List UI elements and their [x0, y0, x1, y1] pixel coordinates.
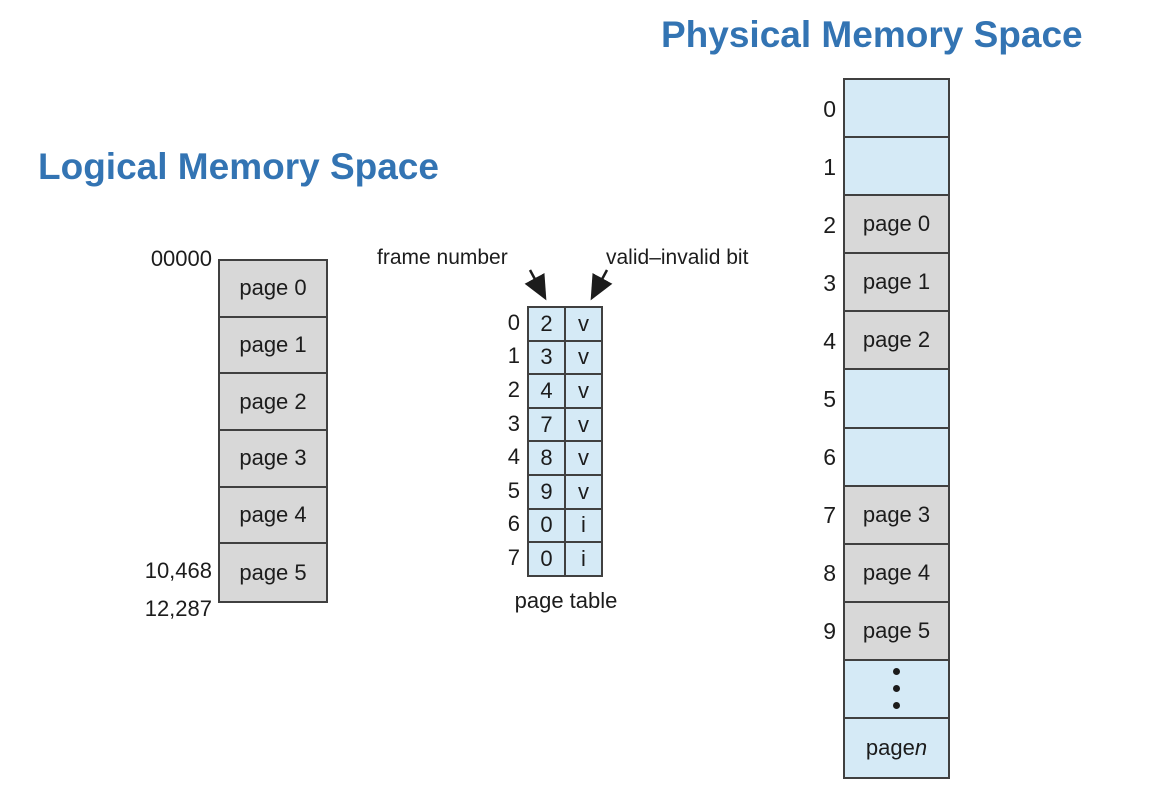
physical-frame-index: 0: [823, 95, 836, 122]
logical-page-cell: page 2: [220, 374, 326, 432]
page-table-caption: page table: [514, 588, 618, 613]
frame-number-label: frame number: [377, 246, 508, 269]
physical-frame-cell: page 2: [845, 312, 948, 371]
physical-frame-cell: page 1: [845, 254, 948, 313]
valid-invalid-bit-label: valid–invalid bit: [606, 246, 749, 269]
physical-frame-index: 2: [823, 211, 836, 238]
page-table-row-index: 2: [507, 376, 520, 402]
page-n-italic: n: [914, 735, 928, 761]
physical-frame-cell: page 5: [845, 602, 948, 661]
physical-frame-index: 8: [823, 560, 836, 587]
physical-frame-index: 3: [823, 269, 836, 296]
frame-number-cell: 2: [528, 307, 565, 341]
valid-bit-cell: v: [565, 407, 602, 442]
physical-frame-index: 7: [823, 502, 836, 529]
page-table-row-index: 7: [507, 544, 520, 570]
frame-number-cell: 0: [528, 508, 565, 543]
physical-frame-cell: page 0: [845, 196, 948, 255]
physical-frame-index: 9: [823, 618, 836, 645]
logical-address-10468: 10,468: [144, 558, 212, 583]
page-table-row-index: 4: [507, 444, 520, 470]
physical-memory-index-col: 0 1 2 3 4 5 6 7 8 9: [806, 78, 836, 777]
page-table-index-col: 0 1 2 3 4 5 6 7: [500, 306, 520, 575]
valid-bit-cell: v: [565, 441, 602, 475]
physical-frame-cell: [845, 660, 948, 720]
physical-frame-cell: [845, 428, 948, 487]
frame-number-cell: 4: [528, 374, 565, 408]
page-table-row-index: 0: [507, 309, 520, 335]
page-table-row-index: 3: [507, 410, 520, 436]
physical-frame-index: [806, 719, 836, 777]
logical-page-cell: page 4: [220, 487, 326, 545]
logical-page-cell: page 3: [220, 431, 326, 488]
valid-invalid-arrow: [590, 269, 613, 301]
physical-frame-index: [806, 661, 836, 719]
ellipsis-dot: [893, 668, 900, 676]
physical-frame-index: 6: [823, 444, 836, 471]
valid-bit-cell: v: [565, 307, 602, 341]
frame-number-arrow: [524, 269, 547, 301]
ellipsis-dots: [893, 668, 900, 710]
frame-number-cell: 0: [528, 542, 565, 576]
page-n-prefix: page: [865, 735, 915, 761]
physical-frame-cell: page 3: [845, 486, 948, 545]
frame-number-cell: 9: [528, 474, 565, 509]
physical-frame-cell: [845, 370, 948, 429]
frame-number-cell: 3: [528, 340, 565, 375]
logical-address-12287: 12,287: [144, 596, 212, 621]
valid-bit-cell: v: [565, 374, 602, 408]
page-table-row-index: 1: [507, 343, 520, 369]
frame-number-cell: 8: [528, 441, 565, 475]
physical-memory-title: Physical Memory Space: [661, 14, 1083, 55]
physical-frame-cell: page n: [845, 719, 948, 778]
page-table-row-index: 5: [507, 477, 520, 503]
valid-bit-cell: i: [565, 542, 602, 576]
ellipsis-dot: [893, 685, 900, 693]
physical-frame-cell: [845, 138, 948, 197]
valid-bit-cell: v: [565, 474, 602, 509]
logical-page-cell: page 0: [220, 261, 326, 318]
physical-frame-index: 4: [823, 327, 836, 354]
page-table-row-index: 6: [507, 511, 520, 537]
frame-number-cell: 7: [528, 407, 565, 442]
valid-bit-cell: v: [565, 340, 602, 375]
physical-frame-index: 5: [823, 386, 836, 413]
ellipsis-dot: [893, 702, 900, 710]
logical-memory-title: Logical Memory Space: [38, 146, 439, 187]
physical-frame-cell: [845, 80, 948, 139]
physical-frame-index: 1: [823, 153, 836, 180]
logical-page-cell: page 1: [220, 317, 326, 375]
logical-address-start: 00000: [150, 246, 212, 271]
valid-bit-cell: i: [565, 508, 602, 543]
logical-page-cell: page 5: [220, 544, 326, 602]
physical-frame-cell: page 4: [845, 544, 948, 603]
